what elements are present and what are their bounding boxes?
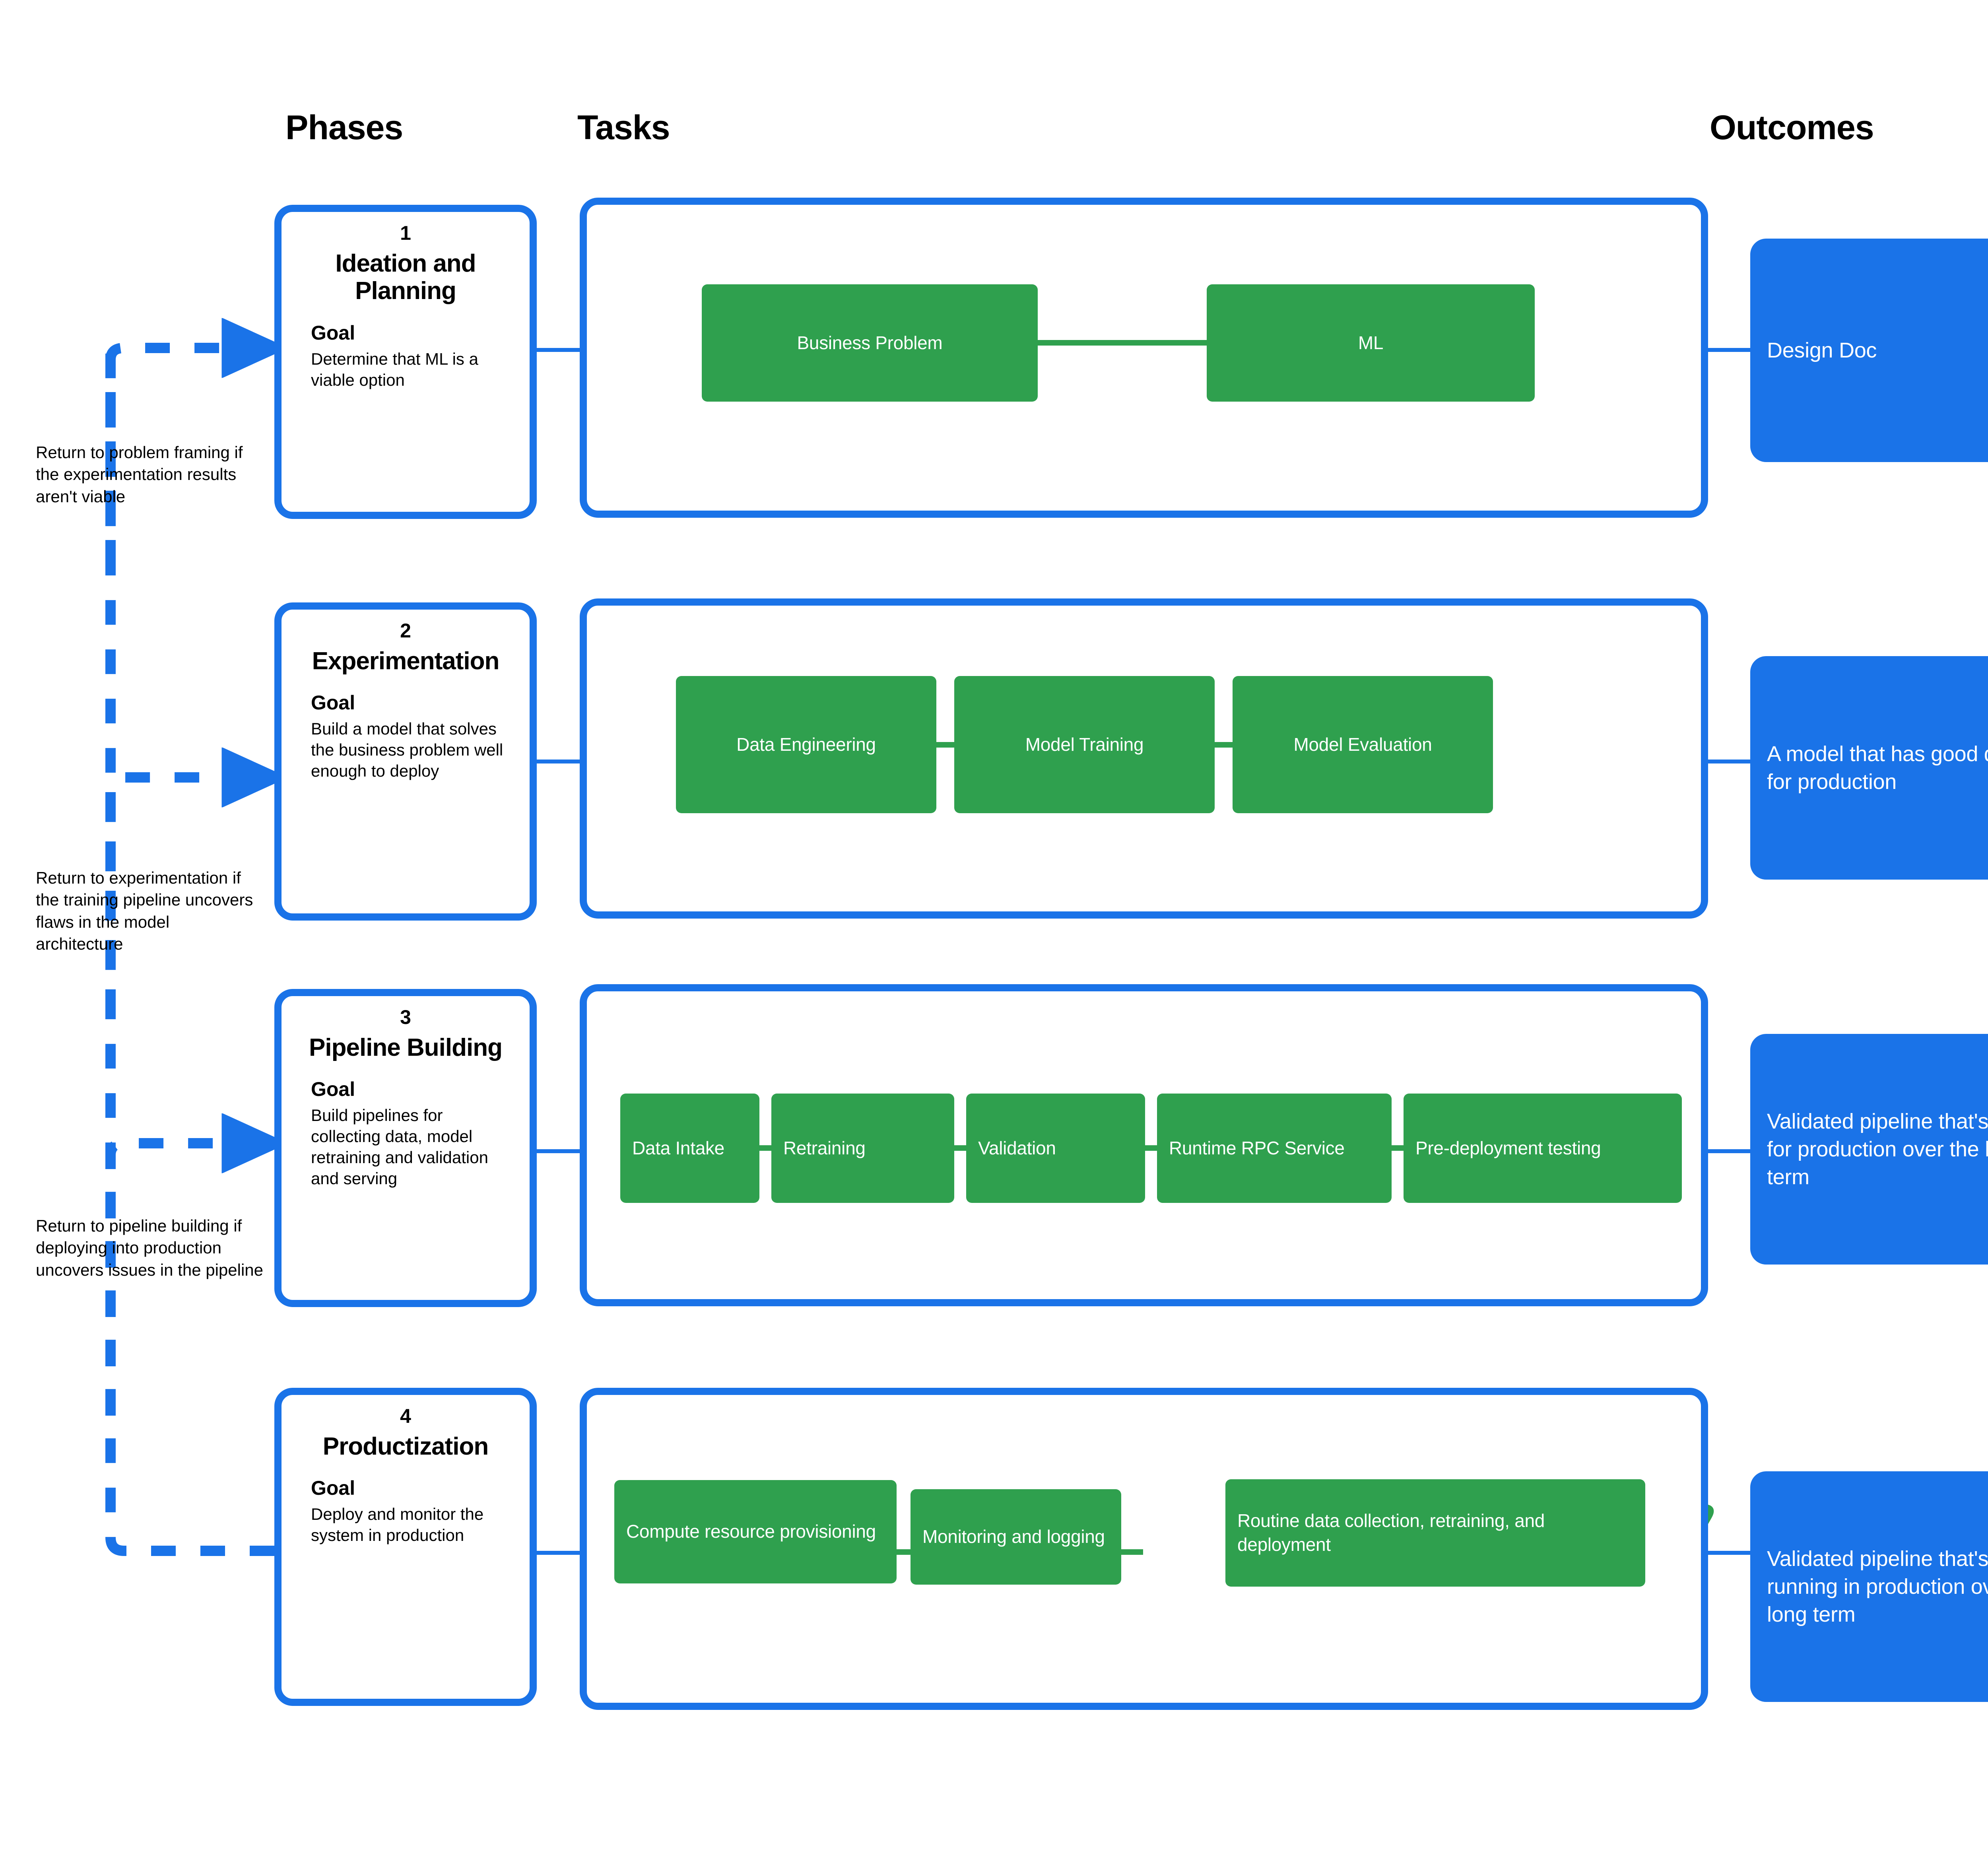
goal-text-4: Deploy and monitor the system in product…: [311, 1505, 484, 1545]
task-connector-4b: [1119, 1549, 1143, 1555]
phase-number-4: 4: [400, 1405, 411, 1427]
task-connector-3c: [1143, 1145, 1159, 1151]
phase-goal-block-3: Goal Build pipelines for collecting data…: [297, 1077, 514, 1189]
task-connector-3b: [952, 1145, 968, 1151]
column-header-phases: Phases: [285, 109, 403, 147]
goal-text-1: Determine that ML is a viable option: [311, 349, 478, 389]
outcome-box-3[interactable]: Validated pipeline that's ready for prod…: [1750, 1034, 1988, 1265]
connector-tasks1-outcome: [1708, 348, 1752, 352]
goal-label-1: Goal: [311, 321, 355, 344]
phase-card-1[interactable]: 1 Ideation and Planning Goal Determine t…: [274, 205, 537, 519]
task-connector-3a: [757, 1145, 773, 1151]
connector-tasks3-outcome: [1708, 1149, 1752, 1153]
task-box-validation[interactable]: Validation: [966, 1094, 1145, 1203]
task-box-model-evaluation[interactable]: Model Evaluation: [1233, 676, 1493, 813]
connector-phase1-tasks: [537, 348, 580, 352]
task-connector-3d: [1390, 1145, 1406, 1151]
phase-goal-block-4: Goal Deploy and monitor the system in pr…: [297, 1476, 514, 1546]
goal-label-3: Goal: [311, 1078, 355, 1101]
task-box-routine-data-collection[interactable]: Routine data collection, retraining, and…: [1225, 1479, 1645, 1587]
goal-label-4: Goal: [311, 1477, 355, 1500]
task-box-data-intake[interactable]: Data Intake: [620, 1094, 759, 1203]
task-box-model-training[interactable]: Model Training: [954, 676, 1215, 813]
phase-card-4[interactable]: 4 Productization Goal Deploy and monitor…: [274, 1388, 537, 1706]
column-header-outcomes: Outcomes: [1710, 109, 1874, 147]
phase-title-3: Pipeline Building: [309, 1034, 503, 1061]
task-box-compute-resource-provisioning[interactable]: Compute resource provisioning: [614, 1480, 897, 1583]
feedback-note-3: Return to pipeline building if deploying…: [36, 1216, 264, 1279]
task-box-monitoring-and-logging[interactable]: Monitoring and logging: [911, 1489, 1121, 1585]
phase-number-2: 2: [400, 620, 411, 642]
phase-title-1: Ideation and Planning: [335, 250, 476, 305]
phase-goal-block-1: Goal Determine that ML is a viable optio…: [297, 321, 514, 391]
task-connector-2b: [1213, 742, 1235, 748]
outcome-box-4[interactable]: Validated pipeline that's running in pro…: [1750, 1471, 1988, 1702]
connector-phase4-tasks: [537, 1551, 580, 1555]
feedback-note-2: Return to experimentation if the trainin…: [36, 868, 253, 954]
outcome-box-1[interactable]: Design Doc: [1750, 239, 1988, 462]
task-box-retraining[interactable]: Retraining: [771, 1094, 954, 1203]
goal-label-2: Goal: [311, 692, 355, 714]
phase-card-3[interactable]: 3 Pipeline Building Goal Build pipelines…: [274, 989, 537, 1307]
column-header-tasks: Tasks: [577, 109, 670, 147]
connector-phase2-tasks: [537, 760, 580, 763]
phase-title-4: Productization: [322, 1433, 489, 1460]
task-box-pre-deployment-testing[interactable]: Pre-deployment testing: [1404, 1094, 1682, 1203]
connector-tasks4-outcome: [1708, 1551, 1752, 1555]
connector-tasks2-outcome: [1708, 760, 1752, 763]
task-connector-2a: [934, 742, 956, 748]
phase-card-2[interactable]: 2 Experimentation Goal Build a model tha…: [274, 602, 537, 921]
task-box-data-engineering[interactable]: Data Engineering: [676, 676, 936, 813]
phase-goal-block-2: Goal Build a model that solves the busin…: [297, 691, 514, 782]
phase-title-2: Experimentation: [312, 647, 500, 675]
phase-number-1: 1: [400, 222, 411, 244]
task-connector-4a: [895, 1549, 912, 1555]
task-box-ml[interactable]: ML: [1207, 284, 1535, 402]
feedback-note-1: Return to problem framing if the experim…: [36, 443, 243, 506]
connector-phase3-tasks: [537, 1149, 580, 1153]
outcome-box-2[interactable]: A model that has good quality for produc…: [1750, 656, 1988, 880]
task-box-runtime-rpc-service[interactable]: Runtime RPC Service: [1157, 1094, 1392, 1203]
goal-text-2: Build a model that solves the business p…: [311, 719, 503, 781]
task-connector-1a: [1035, 340, 1209, 346]
goal-text-3: Build pipelines for collecting data, mod…: [311, 1106, 488, 1188]
task-box-business-problem[interactable]: Business Problem: [702, 284, 1038, 402]
phase-number-3: 3: [400, 1006, 411, 1028]
